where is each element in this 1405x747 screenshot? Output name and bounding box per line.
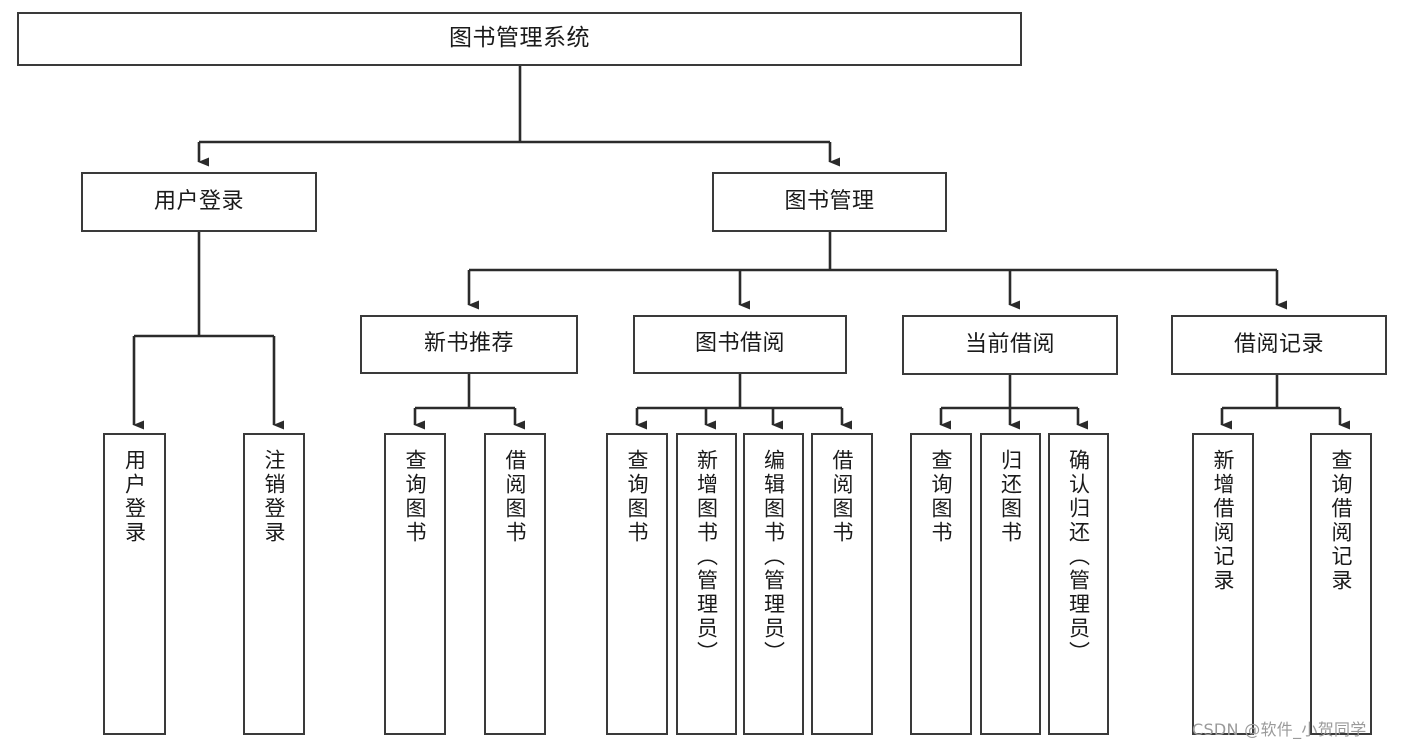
node-label: 用户登录 (122, 449, 147, 545)
leaf-new-book-borrow-book[interactable]: 借阅图书 (484, 433, 546, 735)
node-label: 当前借阅 (964, 331, 1055, 357)
node-label: 借阅图书 (830, 449, 855, 545)
node-label: 用户登录 (153, 188, 244, 214)
node-label: 确认归还（管理员） (1066, 449, 1091, 665)
node-book-borrow[interactable]: 图书借阅 (633, 315, 847, 374)
leaf-book-borrow-add-book-admin[interactable]: 新增图书（管理员） (676, 433, 737, 735)
node-label: 查询图书 (403, 449, 428, 545)
leaf-current-borrow-return-book[interactable]: 归还图书 (980, 433, 1041, 735)
leaf-current-borrow-confirm-return-admin[interactable]: 确认归还（管理员） (1048, 433, 1109, 735)
leaf-new-book-query-book[interactable]: 查询图书 (384, 433, 446, 735)
leaf-borrow-record-query-record[interactable]: 查询借阅记录 (1310, 433, 1372, 735)
node-label: 图书借阅 (694, 331, 785, 357)
node-label: 注销登录 (262, 449, 287, 545)
node-label: 图书管理系统 (449, 25, 590, 52)
leaf-book-borrow-borrow-book[interactable]: 借阅图书 (811, 433, 873, 735)
node-book-management[interactable]: 图书管理 (712, 172, 947, 232)
node-root-book-management-system[interactable]: 图书管理系统 (17, 12, 1022, 66)
node-label: 新增图书（管理员） (694, 449, 719, 665)
csdn-watermark: CSDN @软件_小贺同学 (1192, 720, 1367, 739)
node-label: 归还图书 (998, 449, 1023, 545)
node-borrow-record[interactable]: 借阅记录 (1171, 315, 1387, 375)
leaf-borrow-record-add-record[interactable]: 新增借阅记录 (1192, 433, 1254, 735)
leaf-book-borrow-edit-book-admin[interactable]: 编辑图书（管理员） (743, 433, 804, 735)
leaf-user-login-login[interactable]: 用户登录 (103, 433, 166, 735)
node-label: 新增借阅记录 (1211, 449, 1236, 593)
leaf-book-borrow-query-book[interactable]: 查询图书 (606, 433, 668, 735)
node-label: 查询借阅记录 (1329, 449, 1354, 593)
node-label: 编辑图书（管理员） (761, 449, 786, 665)
leaf-current-borrow-query-book[interactable]: 查询图书 (910, 433, 972, 735)
node-current-borrow[interactable]: 当前借阅 (902, 315, 1118, 375)
node-label: 查询图书 (625, 449, 650, 545)
node-user-login[interactable]: 用户登录 (81, 172, 317, 232)
node-label: 借阅记录 (1233, 331, 1324, 357)
node-new-book-recommend[interactable]: 新书推荐 (360, 315, 578, 374)
node-label: 新书推荐 (423, 331, 514, 357)
node-label: 查询图书 (929, 449, 954, 545)
node-label: 借阅图书 (503, 449, 528, 545)
leaf-user-login-logout[interactable]: 注销登录 (243, 433, 305, 735)
node-label: 图书管理 (784, 188, 875, 214)
